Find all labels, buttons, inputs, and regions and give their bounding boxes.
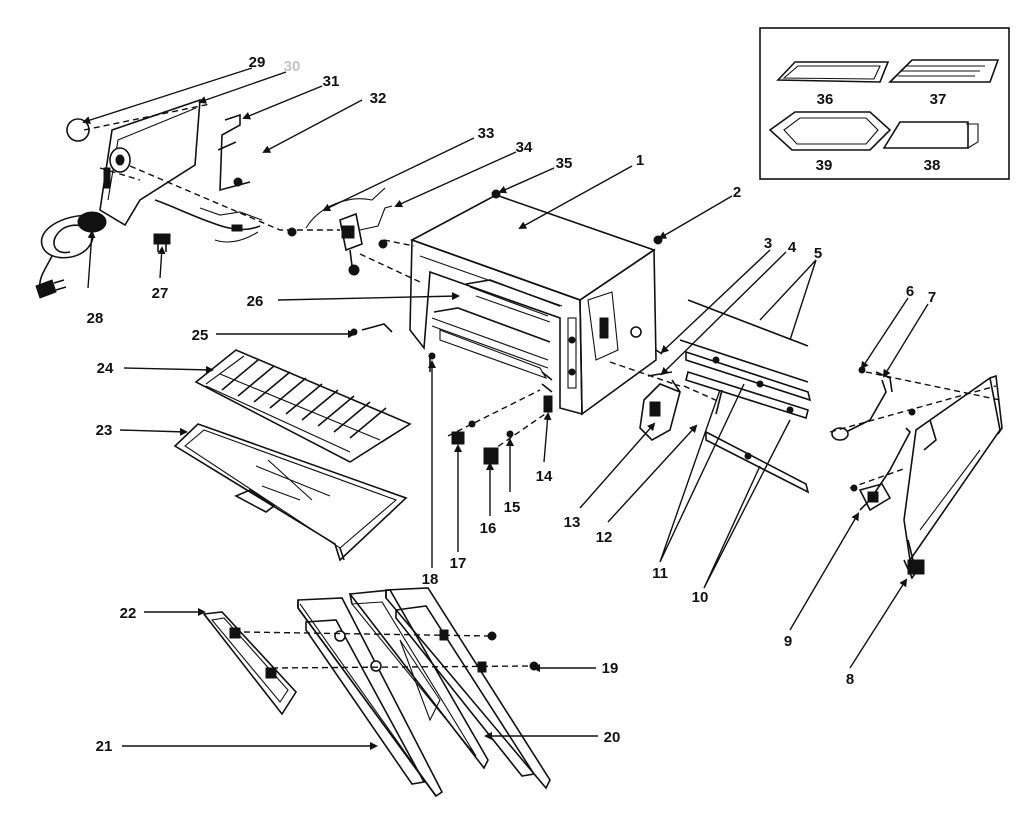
label-12: 12	[596, 529, 613, 546]
label-30: 30	[284, 58, 301, 75]
grill-insert-part	[888, 59, 1000, 83]
knob-part-30	[66, 118, 90, 142]
label-39: 39	[816, 157, 833, 174]
label-36: 36	[817, 91, 834, 108]
tray-part	[882, 121, 979, 149]
door-lever-12-13	[639, 349, 723, 441]
oven-cabinet	[409, 194, 657, 416]
label-27: 27	[152, 285, 169, 302]
track-rods	[679, 299, 812, 494]
label-8: 8	[846, 671, 854, 688]
leader-lines	[82, 67, 929, 750]
label-24: 24	[97, 360, 114, 377]
label-33: 33	[478, 125, 495, 142]
power-cord	[35, 211, 107, 299]
label-23: 23	[96, 422, 113, 439]
alignment-lines	[83, 103, 1001, 669]
label-10: 10	[692, 589, 709, 606]
label-15: 15	[504, 499, 521, 516]
broil-pan-part	[776, 61, 890, 83]
label-21: 21	[96, 738, 113, 755]
door-screws	[487, 631, 539, 671]
right-end-panel	[903, 374, 1003, 580]
label-28: 28	[87, 310, 104, 327]
label-14: 14	[536, 468, 553, 485]
label-22: 22	[120, 605, 137, 622]
oven-rack	[194, 349, 412, 463]
label-26: 26	[247, 293, 264, 310]
wiring-harness	[154, 199, 263, 243]
label-35: 35	[556, 155, 573, 172]
label-17: 17	[450, 555, 467, 572]
label-5: 5	[814, 245, 822, 262]
baking-dish-part	[768, 111, 892, 151]
label-19: 19	[602, 660, 619, 677]
label-32: 32	[370, 90, 387, 107]
door-handle	[202, 611, 298, 716]
hinge-arm	[831, 366, 916, 512]
part-labels: 29 30 31 32 33 34 35 1 2 3 4 5 6 7 28 27…	[87, 54, 937, 755]
label-37: 37	[930, 91, 947, 108]
label-18: 18	[422, 571, 439, 588]
label-7: 7	[928, 289, 936, 306]
left-end-panel	[99, 98, 201, 227]
door-glass-mid	[348, 589, 489, 770]
label-11: 11	[652, 565, 668, 582]
label-3: 3	[764, 235, 772, 252]
label-13: 13	[564, 514, 581, 531]
bracket-part-31	[217, 113, 251, 192]
label-25: 25	[192, 327, 209, 344]
label-6: 6	[906, 283, 914, 300]
thermostat-switch	[287, 187, 393, 276]
door-frame-outer	[297, 597, 444, 798]
label-1: 1	[636, 152, 644, 169]
accessories-inset: 36 37 39 38	[759, 27, 1010, 180]
label-29: 29	[249, 54, 266, 71]
label-34: 34	[516, 139, 533, 156]
label-2: 2	[733, 184, 741, 201]
label-31: 31	[323, 73, 340, 90]
crumb-tray	[173, 423, 408, 562]
label-20: 20	[604, 729, 621, 746]
label-4: 4	[788, 239, 797, 256]
label-16: 16	[480, 520, 497, 537]
small-hardware	[350, 189, 663, 465]
label-38: 38	[924, 157, 941, 174]
label-9: 9	[784, 633, 792, 650]
